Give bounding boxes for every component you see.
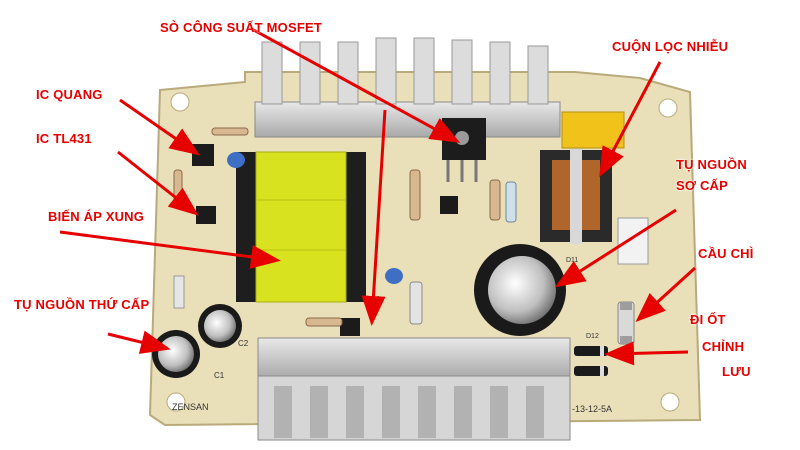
label-tu-thu-cap: TỤ NGUỒN THỨ CẤP — [14, 297, 150, 312]
arrow-mosfet-bottom — [361, 109, 387, 326]
arrow-ic-tl431 — [117, 150, 199, 216]
board-c2: C2 — [238, 339, 249, 348]
label-tu-so-cap-line1: TỤ NGUỒN — [676, 157, 747, 172]
small-ics — [192, 144, 458, 336]
label-cuon-loc: CUỘN LỌC NHIỄU — [612, 39, 729, 54]
arrow-ic-quang — [119, 98, 200, 156]
label-mosfet: SÒ CÔNG SUẤT MOSFET — [160, 20, 322, 35]
primary-capacitor — [474, 244, 566, 336]
noise-filter-choke — [540, 111, 625, 244]
arrow-cuon-loc — [599, 61, 662, 178]
arrow-cau-chi — [635, 266, 697, 323]
arrow-di-ot — [604, 341, 689, 366]
label-di-ot-line1: ĐI ỐT — [690, 312, 726, 327]
label-ic-quang: IC QUANG — [36, 87, 103, 102]
label-bien-ap: BIẾN ÁP XUNG — [48, 209, 145, 224]
label-tu-so-cap-line2: SƠ CẤP — [676, 178, 729, 193]
board-d12: D12 — [586, 333, 599, 340]
arrow-bien-ap — [59, 230, 281, 269]
top-heatsink — [254, 37, 561, 138]
rectifier-diodes — [574, 346, 608, 376]
board-d11: D11 — [566, 257, 578, 264]
arrow-tu-thu-cap — [107, 330, 171, 354]
label-ic-tl431: IC TL431 — [36, 131, 92, 146]
arrow-mosfet-top — [249, 26, 461, 143]
board-c1: C1 — [214, 371, 225, 380]
label-di-ot-line3: LƯU — [722, 364, 751, 379]
label-di-ot-line2: CHỈNH — [702, 339, 745, 354]
pulse-transformer — [236, 151, 366, 303]
arrow-tu-so-cap — [554, 208, 677, 288]
input-connector — [617, 217, 649, 265]
board-brand: ZENSAN — [172, 402, 209, 412]
label-cau-chi: CẦU CHÌ — [698, 246, 754, 261]
fuse — [617, 301, 635, 345]
board-model: -13-12-5A — [572, 404, 612, 414]
pointer-arrows — [59, 26, 697, 366]
bottom-heatsink — [257, 337, 571, 441]
